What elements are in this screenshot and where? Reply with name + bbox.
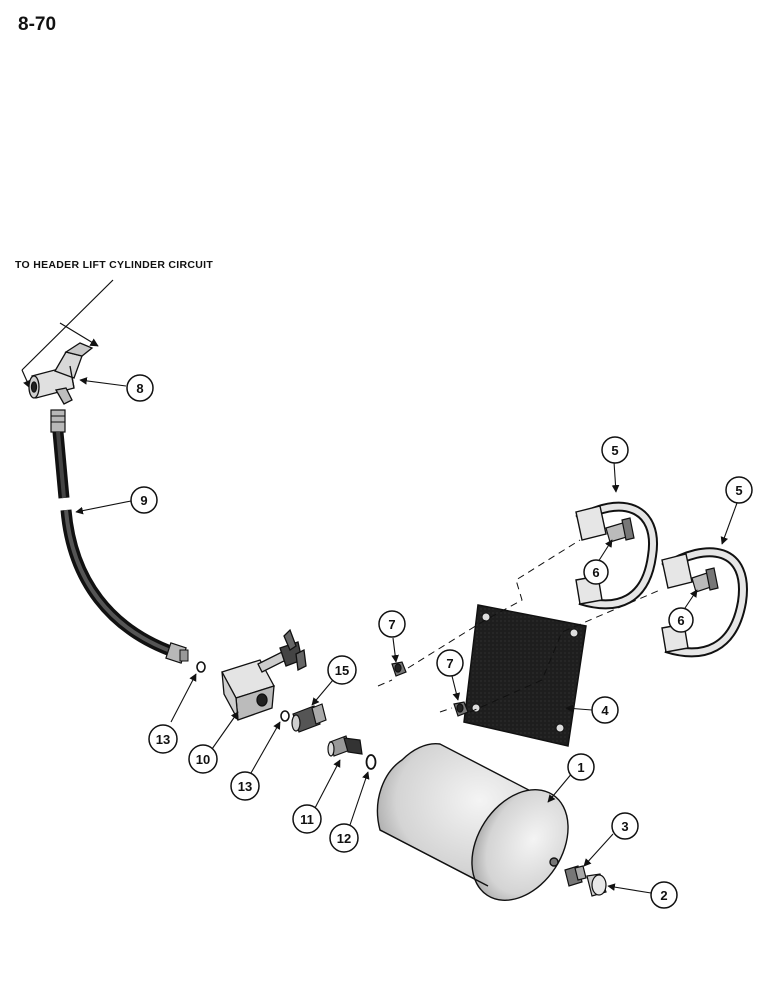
- page-number: 8-70: [18, 14, 57, 35]
- mounting-plate: [463, 604, 587, 747]
- part-label-10: 10: [188, 744, 218, 774]
- part-label-12: 12: [329, 823, 359, 853]
- part-label-6b: 6: [668, 607, 694, 633]
- part-number-12: 12: [337, 831, 351, 846]
- part-label-13b: 13: [230, 771, 260, 801]
- hose-assembly: [50, 409, 189, 664]
- part-number-5b: 5: [735, 483, 742, 498]
- leader-lines: [75, 377, 738, 894]
- part-number-6a: 6: [592, 565, 599, 580]
- part-number-3: 3: [621, 819, 628, 834]
- part-number-9: 9: [140, 493, 147, 508]
- part-number-6b: 6: [677, 613, 684, 628]
- part-label-5a: 5: [601, 436, 629, 464]
- o-ring: [280, 710, 290, 722]
- part-label-6a: 6: [583, 559, 609, 585]
- tank-nipple-fitting: [564, 865, 587, 887]
- lock-nut: [391, 661, 407, 677]
- part-number-7b: 7: [446, 656, 453, 671]
- lock-nut: [453, 701, 469, 717]
- part-label-15: 15: [327, 655, 357, 685]
- part-number-13a: 13: [156, 732, 170, 747]
- part-number-1: 1: [577, 760, 584, 775]
- part-number-4: 4: [601, 703, 609, 718]
- tank-clamp: [661, 547, 748, 658]
- valve-cap: [586, 873, 607, 897]
- part-label-13a: 13: [148, 724, 178, 754]
- connector-fitting: [327, 735, 363, 757]
- part-label-11: 11: [292, 804, 322, 834]
- clamp-bolt: [691, 567, 719, 593]
- tee-fitting: [28, 342, 94, 405]
- accumulator-tank: [376, 743, 569, 901]
- valve-block: [221, 628, 307, 721]
- tank-clamp: [575, 501, 659, 610]
- part-number-13b: 13: [238, 779, 252, 794]
- part-number-15: 15: [335, 663, 349, 678]
- o-ring: [196, 661, 206, 673]
- header-lift-callout: TO HEADER LIFT CYLINDER CIRCUIT: [15, 259, 214, 271]
- mounting-guide-lines: [377, 539, 661, 713]
- part-label-9: 9: [130, 486, 158, 514]
- part-label-8: 8: [126, 374, 154, 402]
- part-label-4: 4: [591, 696, 619, 724]
- clamp-bolt: [605, 517, 635, 543]
- part-number-2: 2: [660, 888, 667, 903]
- part-label-7b: 7: [436, 649, 464, 677]
- o-ring: [365, 754, 377, 770]
- part-number-10: 10: [196, 752, 210, 767]
- part-label-5b: 5: [725, 476, 753, 504]
- adapter-fitting: [291, 703, 327, 733]
- part-number-8: 8: [136, 381, 143, 396]
- part-number-5a: 5: [611, 443, 618, 458]
- part-label-3: 3: [611, 812, 639, 840]
- part-number-7a: 7: [388, 617, 395, 632]
- part-number-11: 11: [300, 812, 314, 827]
- part-label-7a: 7: [378, 610, 406, 638]
- part-label-1: 1: [567, 753, 595, 781]
- part-label-2: 2: [650, 881, 678, 909]
